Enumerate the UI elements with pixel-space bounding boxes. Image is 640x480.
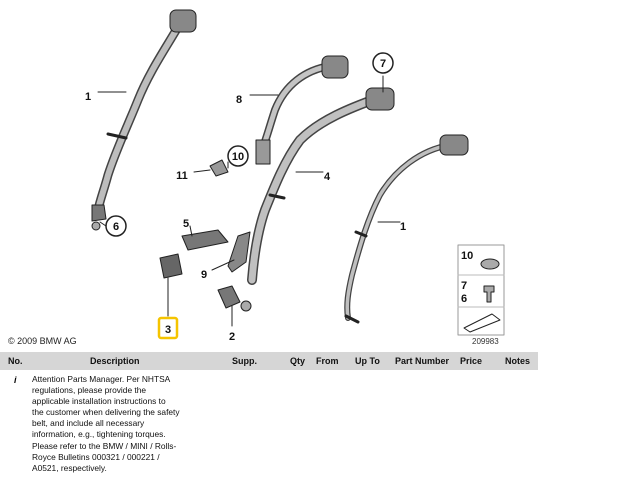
part-1-right-retractor bbox=[439, 134, 469, 156]
callout-11: 11 bbox=[176, 170, 188, 182]
part-5-buckle bbox=[181, 229, 229, 251]
description-line: Attention Parts Manager. Per NHTSA bbox=[32, 374, 171, 384]
description-line: belt, and include all necessary bbox=[32, 418, 145, 429]
parts-table-header: No. Description Supp. Qty From Up To Par… bbox=[0, 352, 538, 370]
part-8-buckle bbox=[255, 139, 271, 165]
callout-6: 6 bbox=[113, 221, 119, 233]
reference-arrow-icon bbox=[463, 313, 501, 333]
diagram-reference-number: 209983 bbox=[472, 337, 499, 346]
part-8-retractor bbox=[321, 55, 349, 79]
header-up-to: Up To bbox=[355, 356, 380, 366]
callout-4: 4 bbox=[324, 171, 331, 183]
part-2-buckle bbox=[217, 285, 241, 309]
callout-circle-10 bbox=[227, 145, 249, 167]
description-line: Royce Bulletins 000321 / 000221 / bbox=[32, 451, 160, 462]
callout-5: 5 bbox=[183, 218, 189, 230]
callout-8: 8 bbox=[236, 94, 242, 106]
description-line: information, e.g., tightening torques. bbox=[32, 429, 166, 440]
part-6-anchor bbox=[91, 204, 107, 222]
header-qty: Qty bbox=[290, 356, 306, 366]
part-4-retractor bbox=[365, 87, 395, 111]
header-price: Price bbox=[460, 356, 483, 366]
description-line: applicable installation instructions to bbox=[32, 396, 166, 407]
callout-highlight-3[interactable] bbox=[157, 316, 179, 340]
callout-circle-7 bbox=[372, 52, 394, 74]
callout-1: 1 bbox=[400, 221, 406, 233]
copyright-text: © 2009 BMW AG bbox=[8, 336, 77, 346]
part-1-retractor bbox=[169, 9, 197, 33]
seat-belt-diagram: 1 8 7 10 11 4 1 6 5 9 2 3 10 7 6 bbox=[85, 9, 505, 343]
callout-7: 7 bbox=[380, 58, 386, 70]
header-part-number: Part Number bbox=[395, 356, 450, 366]
bolt-icon bbox=[483, 285, 495, 303]
legend-label-6: 6 bbox=[461, 293, 467, 305]
description-line: Please refer to the BMW / MINI / Rolls- bbox=[32, 440, 177, 451]
legend-label-10: 10 bbox=[461, 250, 473, 262]
header-from: From bbox=[316, 356, 339, 366]
callout-10: 10 bbox=[232, 151, 244, 163]
part-3-bracket bbox=[159, 253, 183, 279]
callout-9: 9 bbox=[201, 269, 207, 281]
callout-2: 2 bbox=[229, 331, 235, 343]
header-supp: Supp. bbox=[232, 356, 257, 366]
part-11-cover bbox=[209, 159, 229, 177]
header-notes: Notes bbox=[505, 356, 531, 366]
header-description: Description bbox=[90, 356, 140, 366]
info-icon: i bbox=[14, 375, 17, 385]
description-line: regulations, please provide the bbox=[32, 385, 147, 396]
description-line: the customer when delivering the safety bbox=[32, 407, 180, 418]
callout-1: 1 bbox=[85, 91, 91, 103]
header-no: No. bbox=[8, 356, 23, 366]
callout-circle-6 bbox=[105, 215, 127, 237]
parts-diagram: 1 8 7 10 11 4 1 6 5 9 2 3 10 7 6 bbox=[85, 9, 505, 343]
row-description: Attention Parts Manager. Per NHTSA regul… bbox=[32, 374, 212, 474]
nut-icon bbox=[480, 258, 500, 270]
part-9-tongue bbox=[227, 231, 251, 273]
description-line: A0521, respectively. bbox=[32, 462, 107, 473]
part-1-left-belt bbox=[93, 15, 187, 215]
callout-3[interactable]: 3 bbox=[165, 324, 171, 336]
legend-label-7: 7 bbox=[461, 280, 467, 292]
